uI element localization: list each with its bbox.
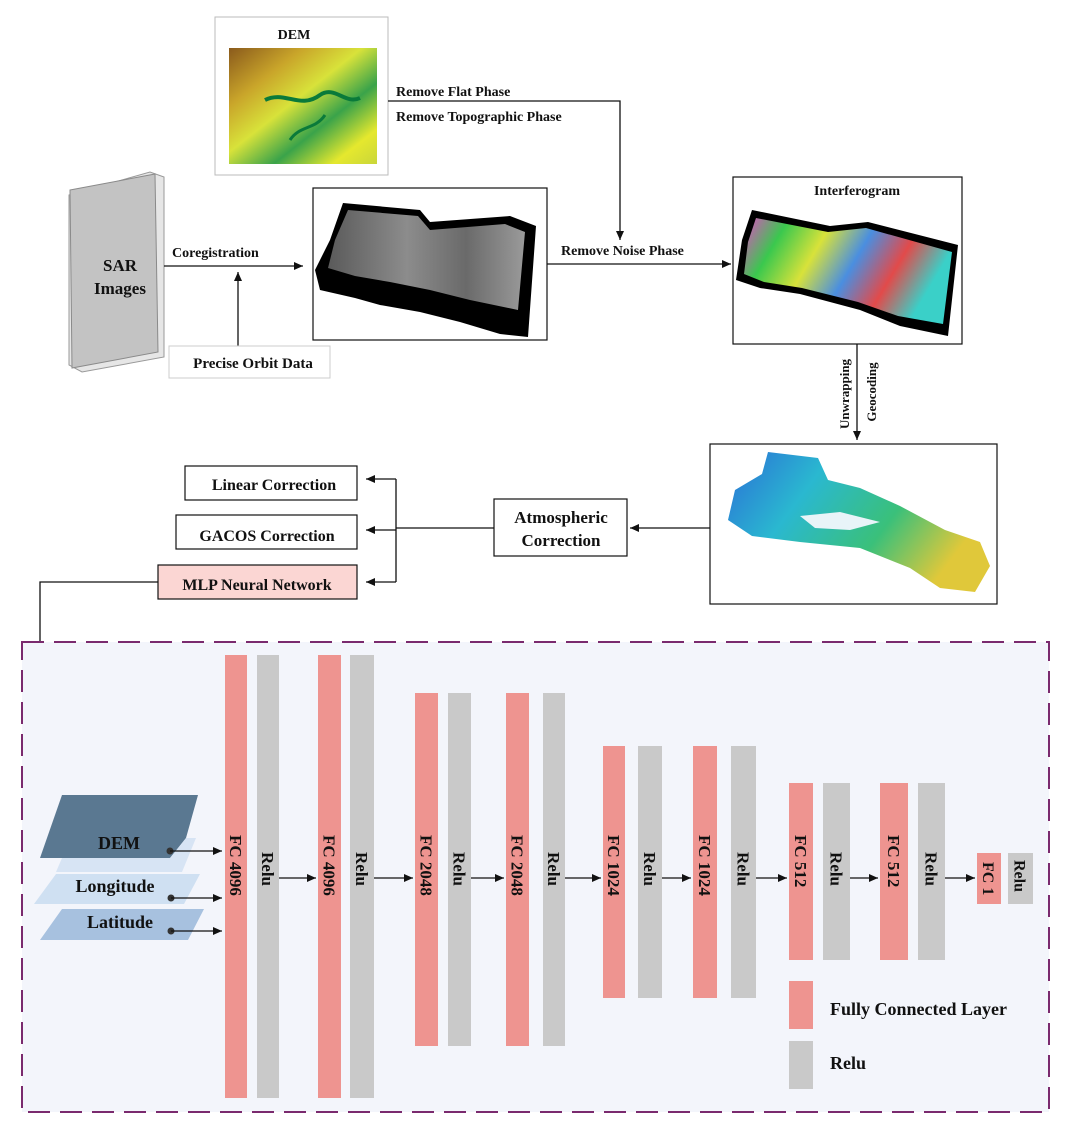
coregistered-image-box xyxy=(312,187,548,341)
coregistration-label: Coregistration xyxy=(172,246,259,261)
fc-layer-label: FC 4096 xyxy=(226,835,245,896)
fc-layer-label: FC 2048 xyxy=(508,835,527,896)
fc-layer-bar xyxy=(789,783,813,960)
fc-layer-label: FC 2048 xyxy=(417,835,436,896)
fc-layer-bar xyxy=(506,693,529,1046)
remove-topographic-phase-label: Remove Topographic Phase xyxy=(396,110,562,125)
relu-layer-label: Relu xyxy=(450,852,469,886)
atmospheric-correction-box xyxy=(493,498,628,557)
dem-map-image xyxy=(229,48,377,164)
relu-layer-bar xyxy=(638,746,662,998)
interferogram-title: Interferogram xyxy=(814,184,900,199)
fc-layer-bar xyxy=(603,746,625,998)
relu-layer-bar xyxy=(257,655,279,1098)
dem-image-box: DEM xyxy=(214,16,389,176)
relu-layer-label: Relu xyxy=(544,852,563,886)
relu-layer-label: Relu xyxy=(827,852,846,886)
input-latitude-label: Latitude xyxy=(87,912,153,932)
precise-orbit-box xyxy=(168,345,331,379)
sar-images-label-line2: Images xyxy=(94,279,146,298)
sar-images-label-line1: SAR xyxy=(103,256,138,275)
deformation-map-box xyxy=(709,443,998,605)
fc-layer-bar xyxy=(977,853,1001,904)
input-longitude-label: Longitude xyxy=(75,876,154,896)
relu-layer-label: Relu xyxy=(734,852,753,886)
phase-removal-arrow xyxy=(388,100,624,240)
gacos-correction-box xyxy=(175,514,358,550)
remove-noise-phase-label: Remove Noise Phase xyxy=(561,244,684,259)
fc-layer-bar xyxy=(415,693,438,1046)
relu-layer-bar xyxy=(918,783,945,960)
longitude-plane xyxy=(34,874,200,904)
relu-layer-bar xyxy=(731,746,756,998)
relu-layer-bar xyxy=(823,783,850,960)
remove-flat-phase-label: Remove Flat Phase xyxy=(396,85,510,100)
dem-plane xyxy=(40,795,198,858)
gacos-correction-label: GACOS Correction xyxy=(199,528,334,545)
fc-layer-label: FC 1 xyxy=(979,862,996,895)
legend-fc-swatch xyxy=(789,981,813,1029)
fc-layer-bar xyxy=(225,655,247,1098)
fc-layer-label: FC 512 xyxy=(884,835,903,887)
atmospheric-label-line2: Correction xyxy=(522,531,602,550)
legend-relu-swatch xyxy=(789,1041,813,1089)
relu-layer-label: Relu xyxy=(352,852,371,886)
relu-layer-label: Relu xyxy=(1011,860,1028,892)
fc-layer-bar xyxy=(318,655,341,1098)
sar-images-stack: SAR Images xyxy=(68,171,165,373)
linear-correction-box xyxy=(184,465,358,501)
geocoding-label: Geocoding xyxy=(864,362,879,422)
relu-layer-label: Relu xyxy=(640,852,659,886)
legend-fc-label: Fully Connected Layer xyxy=(830,999,1007,1019)
relu-layer-bar xyxy=(448,693,471,1046)
fc-layer-bar xyxy=(880,783,908,960)
relu-layer-label: Relu xyxy=(922,852,941,886)
latitude-plane xyxy=(40,909,204,940)
dem-image-title: DEM xyxy=(278,28,311,43)
relu-layer-bar xyxy=(1008,853,1033,904)
mlp-neural-network-label: MLP Neural Network xyxy=(182,577,331,594)
interferogram-box: Interferogram xyxy=(732,176,963,345)
input-dem-label: DEM xyxy=(98,833,140,853)
precise-orbit-label: Precise Orbit Data xyxy=(193,356,313,372)
unwrapping-label: Unwrapping xyxy=(837,358,852,429)
relu-layer-bar xyxy=(543,693,565,1046)
relu-layer-label: Relu xyxy=(258,852,277,886)
fc-layer-label: FC 1024 xyxy=(604,835,623,896)
input-planes xyxy=(34,795,204,940)
fc-layer-label: FC 1024 xyxy=(695,835,714,896)
mlp-neural-network-box xyxy=(157,564,358,600)
legend-relu-label: Relu xyxy=(830,1053,866,1073)
linear-correction-label: Linear Correction xyxy=(212,477,336,494)
fc-layer-label: FC 4096 xyxy=(320,835,339,896)
fc-layer-label: FC 512 xyxy=(791,835,810,887)
fc-layer-bar xyxy=(693,746,717,998)
atmospheric-label-line1: Atmospheric xyxy=(514,508,608,527)
relu-layer-bar xyxy=(350,655,374,1098)
